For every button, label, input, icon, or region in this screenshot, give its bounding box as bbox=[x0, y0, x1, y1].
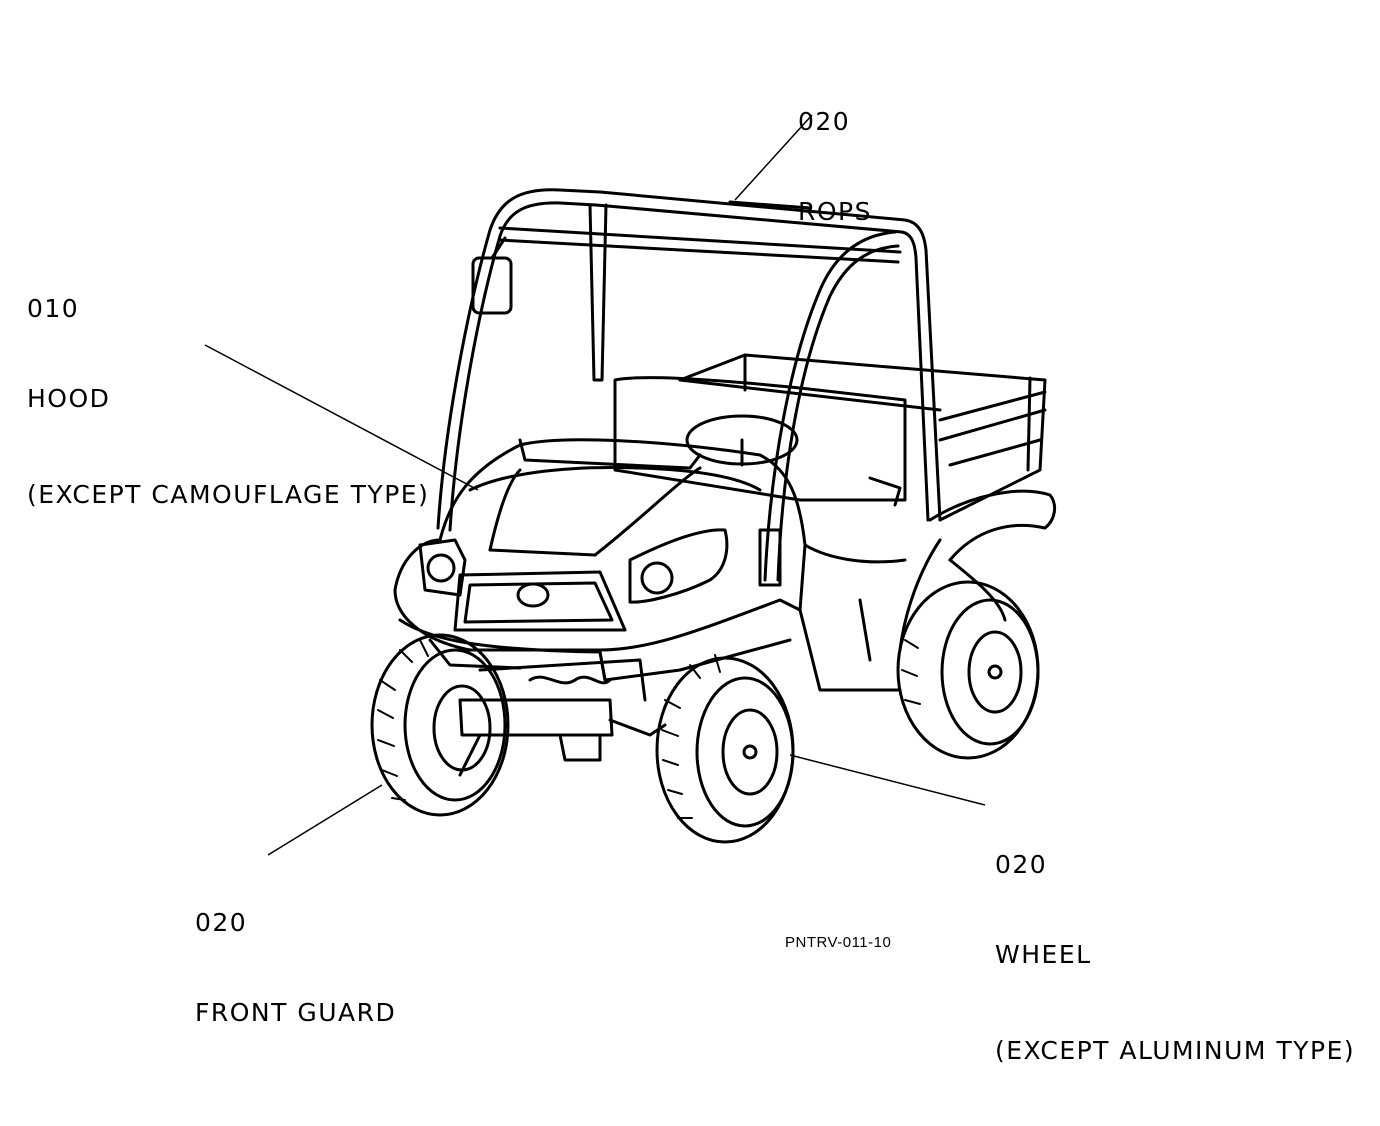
wheel-part-note: (EXCEPT ALUMINUM TYPE) bbox=[995, 1036, 1356, 1065]
rops-leader-line bbox=[734, 114, 813, 201]
wheel-callout: 020 WHEEL (EXCEPT ALUMINUM TYPE) bbox=[995, 790, 1355, 1126]
front-fascia bbox=[393, 528, 802, 682]
parts-diagram: 020 ROPS 010 HOOD (EXCEPT CAMOUFLAGE TYP… bbox=[27, 47, 1354, 1065]
cargo-bed bbox=[678, 353, 1047, 522]
front-guard-part-number: 020 bbox=[195, 908, 248, 937]
rops-callout: 020 ROPS bbox=[798, 47, 872, 287]
hood-part-number: 010 bbox=[27, 294, 80, 323]
utility-vehicle-illustration bbox=[204, 114, 1057, 856]
front-undercarriage bbox=[458, 658, 667, 777]
figure-code: PNTRV-011-10 bbox=[785, 934, 892, 951]
rear-right-tire bbox=[896, 580, 1040, 760]
front-guard-leader-line bbox=[267, 784, 383, 856]
front-guard-part-name: FRONT GUARD bbox=[195, 998, 397, 1027]
rear-fender bbox=[898, 489, 1057, 652]
wheel-leader-line bbox=[789, 754, 986, 806]
rops-frame bbox=[436, 188, 942, 587]
seat-and-steering bbox=[613, 376, 907, 507]
leader-lines bbox=[204, 114, 986, 856]
hood-part-name: HOOD bbox=[27, 384, 111, 413]
hood-panel bbox=[438, 438, 807, 612]
front-left-tire bbox=[370, 633, 510, 817]
side-body bbox=[798, 543, 907, 692]
hood-leader-line bbox=[204, 344, 479, 491]
front-guard-callout: 020 FRONT GUARD bbox=[195, 848, 396, 1088]
wheel-part-name: WHEEL bbox=[995, 940, 1092, 969]
wheel-part-number: 020 bbox=[995, 850, 1048, 879]
rops-part-number: 020 bbox=[798, 107, 851, 136]
hood-part-note: (EXCEPT CAMOUFLAGE TYPE) bbox=[27, 480, 430, 509]
rops-part-name: ROPS bbox=[798, 197, 872, 226]
hood-callout: 010 HOOD (EXCEPT CAMOUFLAGE TYPE) bbox=[27, 234, 429, 570]
front-right-tire bbox=[655, 654, 795, 844]
